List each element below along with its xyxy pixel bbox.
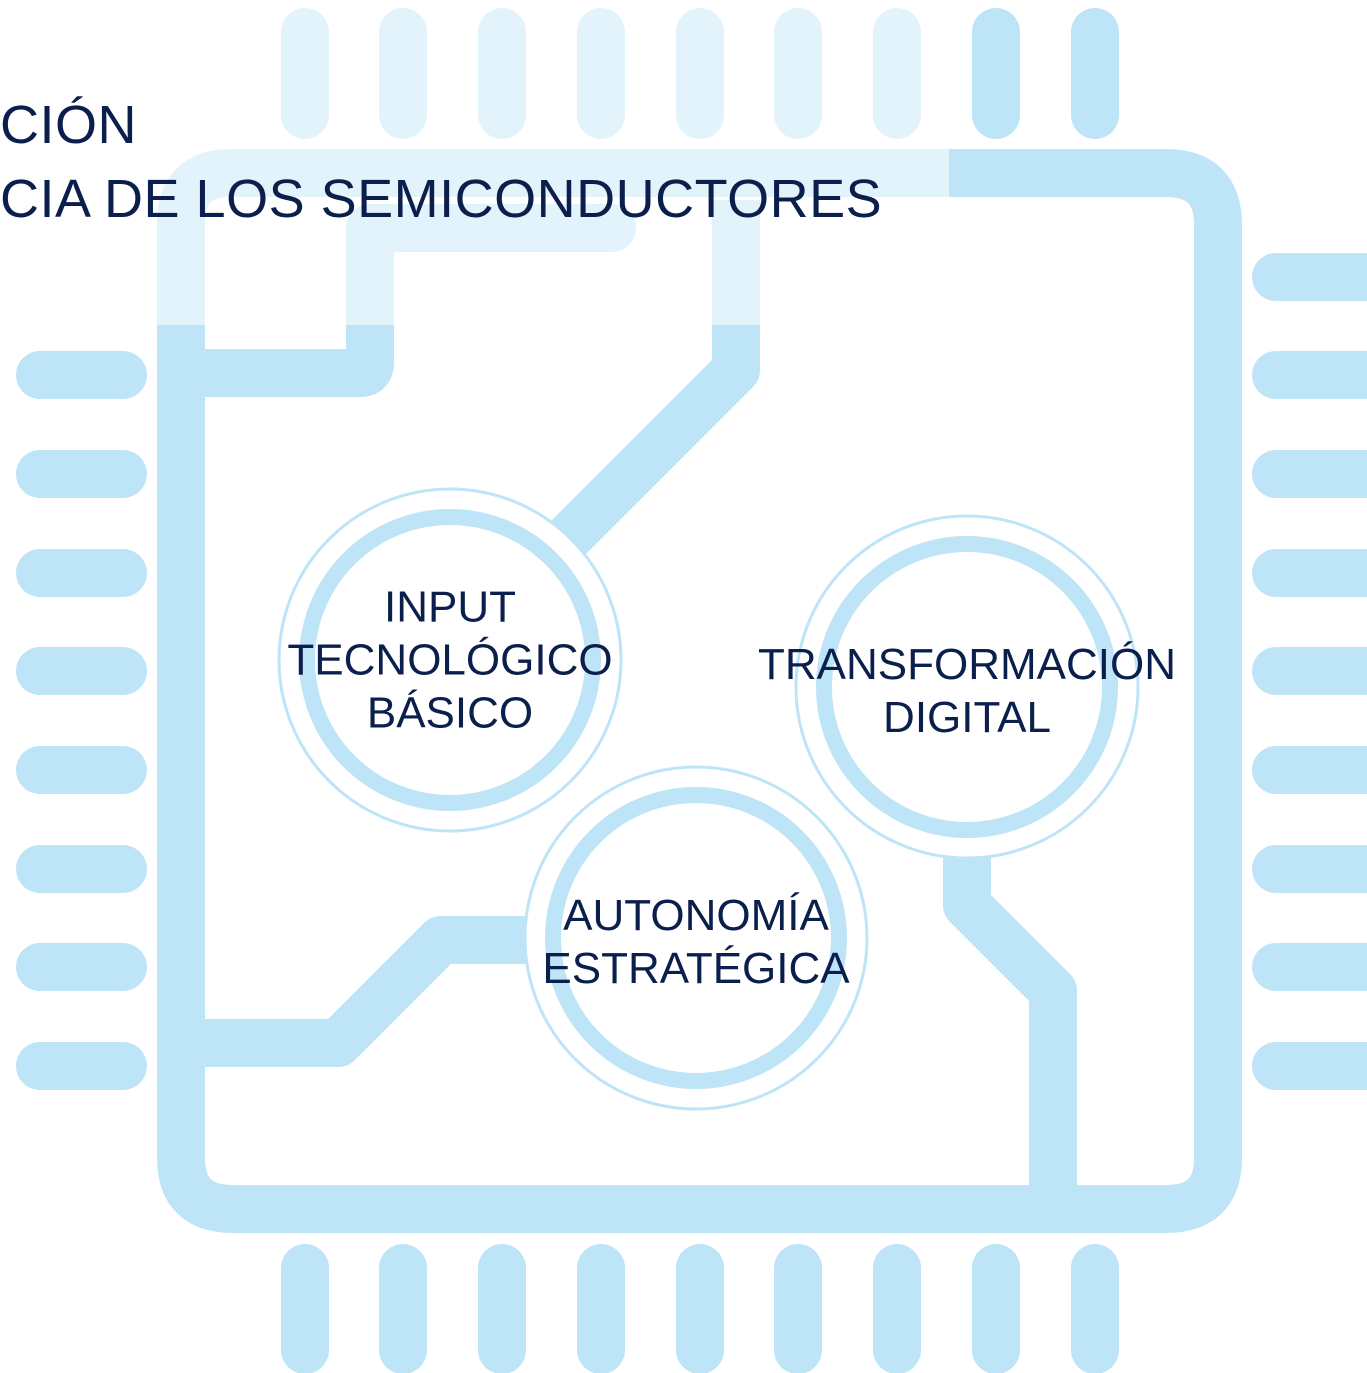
title-line-2: CIA DE LOS SEMICONDUCTORES xyxy=(0,169,883,229)
node-autonomia-label: AUTONOMÍA ESTRATÉGICA xyxy=(542,889,849,995)
node-input-line-3: BÁSICO xyxy=(366,688,534,738)
node-transformacion-ring xyxy=(794,514,1140,860)
title-line-1: CIÓN xyxy=(0,95,137,155)
top-pins xyxy=(281,8,1119,139)
node-autonomia-line-2: ESTRATÉGICA xyxy=(542,944,850,993)
chip-border-pale xyxy=(157,149,949,325)
node-autonomia-ring xyxy=(523,765,869,1111)
trace-bottom-left xyxy=(181,916,545,1067)
trace-top-step xyxy=(181,325,394,397)
left-pins xyxy=(16,351,147,1090)
trace-top-step-pale xyxy=(346,204,636,349)
right-pins xyxy=(1252,253,1367,1090)
node-autonomia-line-1: AUTONOMÍA xyxy=(563,891,829,940)
node-transformacion-line-2: DIGITAL xyxy=(883,693,1051,742)
node-input-line-1: INPUT xyxy=(384,582,516,632)
chip-border xyxy=(157,149,1242,1233)
node-transformacion-line-1: TRANSFORMACIÓN xyxy=(758,640,1176,689)
node-transformacion-label: TRANSFORMACIÓN DIGITAL xyxy=(758,638,1176,744)
node-input-line-2: TECNOLÓGICO xyxy=(287,635,613,685)
trace-right xyxy=(943,852,1077,1209)
node-input-ring xyxy=(277,487,623,833)
node-input-label: INPUT TECNOLÓGICO BÁSICO xyxy=(287,581,612,740)
bottom-pins xyxy=(281,1244,1119,1373)
trace-diagonal xyxy=(543,325,760,563)
